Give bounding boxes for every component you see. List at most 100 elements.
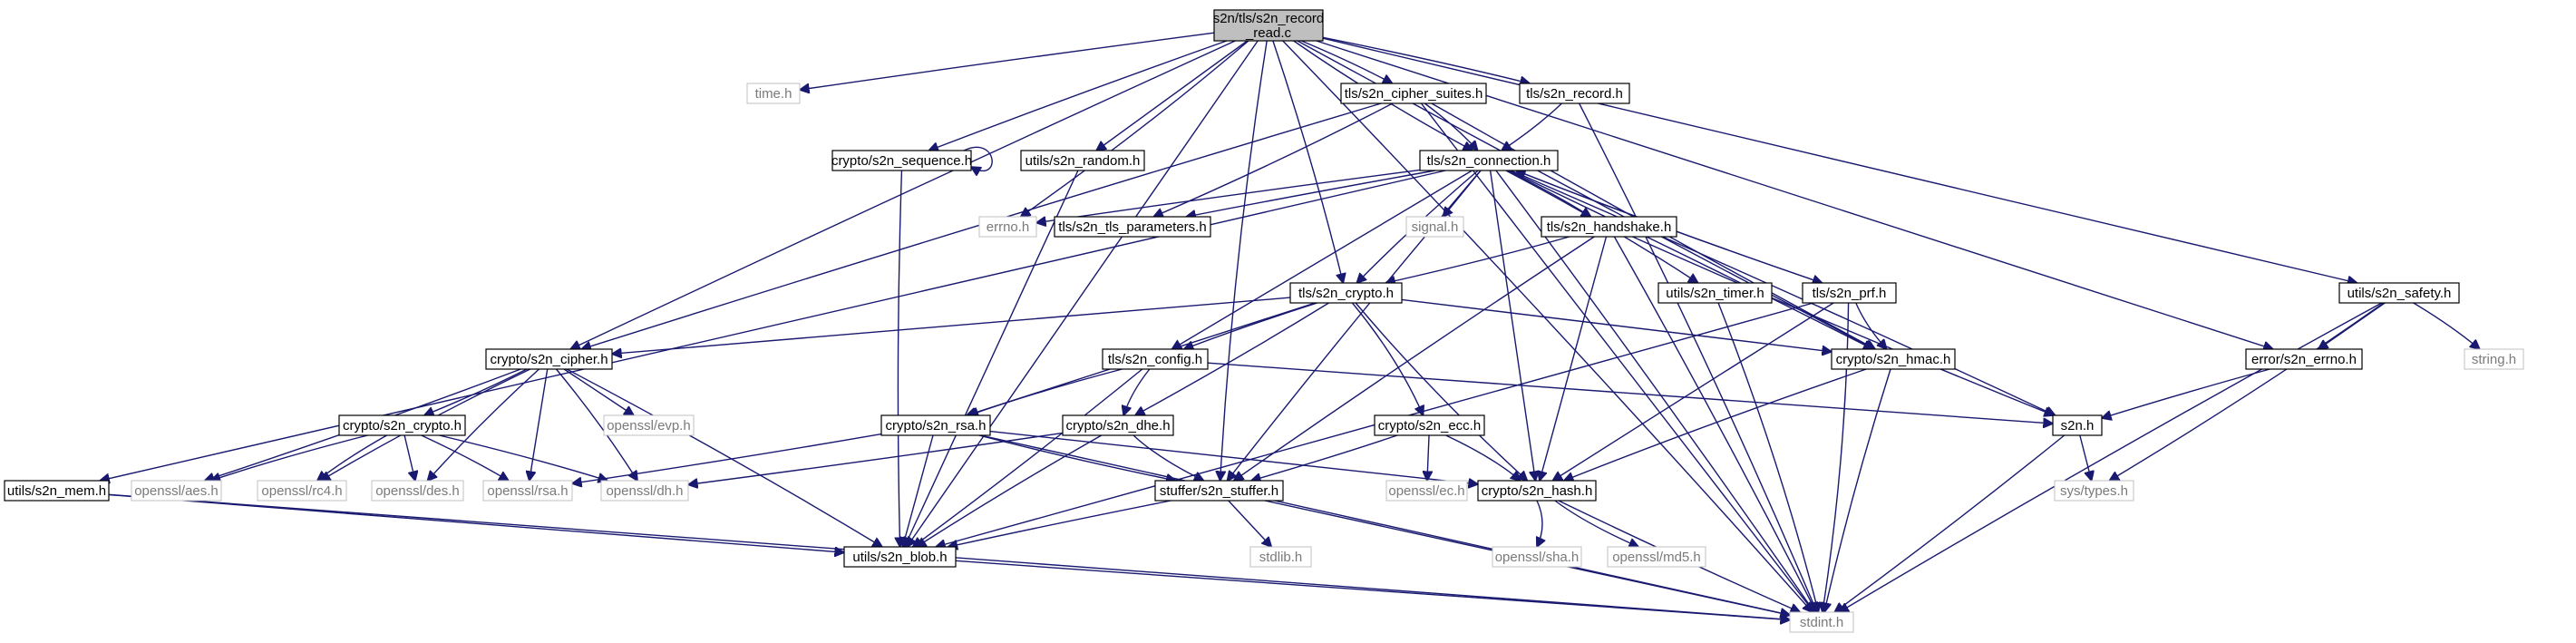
- node-box: [1213, 9, 1324, 42]
- edge-s2n_h-to-sys_types: [2079, 434, 2092, 481]
- edge-crypto_rsa-to-stuffer: [978, 434, 1176, 481]
- edge-crypto_cipher-to-openssl_rsa: [530, 368, 549, 481]
- node-label: crypto/s2n_rsa.h: [886, 418, 987, 434]
- node-openssl-rc4: openssl/rc4.h: [257, 480, 347, 502]
- edge-tls_handshake-to-stuffer: [1234, 236, 1595, 481]
- edge-crypto_hash-to-openssl_md5: [1554, 500, 1638, 547]
- node-stuffer[interactable]: stuffer/s2n_stuffer.h: [1154, 480, 1284, 502]
- node-box: [1249, 546, 1312, 568]
- node-utils-random[interactable]: utils/s2n_random.h: [1020, 150, 1145, 171]
- edge-tls_record-to-tls_connection: [1502, 102, 1562, 151]
- node-box: [1657, 282, 1773, 304]
- edges-layer: [100, 32, 2480, 619]
- node-label: s2n.h: [2061, 418, 2095, 434]
- node-label: utils/s2n_random.h: [1026, 153, 1141, 169]
- node-label: stuffer/s2n_stuffer.h: [1160, 483, 1278, 499]
- node-tls-connection[interactable]: tls/s2n_connection.h: [1419, 150, 1559, 171]
- edge-tls_record-to-stdint_h: [1579, 102, 1817, 612]
- edge-tls_crypto-to-crypto_hmac: [1401, 298, 1832, 351]
- node-label: crypto/s2n_crypto.h: [343, 418, 462, 434]
- node-box: [1385, 480, 1468, 502]
- node-box: [1802, 282, 1897, 304]
- edge-tls_connection-to-errno_h: [1036, 169, 1421, 222]
- node-label: tls/s2n_handshake.h: [1547, 219, 1672, 235]
- node-utils-mem[interactable]: utils/s2n_mem.h: [4, 480, 110, 502]
- node-utils-timer[interactable]: utils/s2n_timer.h: [1657, 282, 1773, 304]
- node-box: [2054, 480, 2134, 502]
- node-label: tls/s2n_config.h: [1108, 352, 1202, 367]
- node-box: [1020, 150, 1145, 171]
- node-box: [1062, 414, 1174, 436]
- node-box: [843, 546, 957, 568]
- node-box: [1102, 348, 1209, 370]
- edge-tls_connection-to-crypto_hash: [1489, 170, 1536, 481]
- edge-root-to-tls_record: [1322, 36, 1530, 83]
- node-box: [1405, 216, 1464, 238]
- node-label: tls/s2n_tls_parameters.h: [1058, 219, 1206, 235]
- node-stdint-h: stdint.h: [1789, 611, 1854, 633]
- node-label: time.h: [755, 86, 792, 102]
- node-box: [600, 480, 689, 502]
- edge-tls_crypto-to-crypto_dhe: [1135, 302, 1329, 415]
- node-box: [1541, 216, 1677, 238]
- node-box: [2464, 348, 2524, 370]
- edge-tls_config-to-crypto_rsa: [968, 368, 1123, 415]
- edge-tls_handshake-to-stdint_h: [1613, 236, 1816, 612]
- node-utils-blob[interactable]: utils/s2n_blob.h: [843, 546, 957, 568]
- node-crypto-seq[interactable]: crypto/s2n_sequence.h: [831, 150, 972, 171]
- node-label: stdlib.h: [1259, 550, 1303, 565]
- node-crypto-crypto[interactable]: crypto/s2n_crypto.h: [338, 414, 466, 436]
- node-box: [1054, 216, 1211, 238]
- node-label: openssl/dh.h: [606, 483, 683, 499]
- edge-error_errno-to-s2n_h: [2102, 368, 2270, 418]
- node-error-errno[interactable]: error/s2n_errno.h: [2245, 348, 2363, 370]
- node-openssl-ec: openssl/ec.h: [1385, 480, 1468, 502]
- node-tls-crypto[interactable]: tls/s2n_crypto.h: [1289, 282, 1403, 304]
- edge-crypto_cipher-to-openssl_des: [428, 368, 540, 481]
- edge-tls_crypto-to-tls_config: [1184, 302, 1317, 349]
- edge-tls_crypto-to-crypto_cipher: [612, 297, 1291, 354]
- edge-tls_connection-to-crypto_hmac: [1509, 170, 1872, 349]
- edge-tls_connection-to-s2n_h: [1511, 170, 2055, 415]
- node-box: [371, 480, 464, 502]
- edge-crypto_seq-to-crypto_seq: [963, 146, 993, 170]
- node-tls-handshake[interactable]: tls/s2n_handshake.h: [1541, 216, 1677, 238]
- node-tls-config[interactable]: tls/s2n_config.h: [1102, 348, 1209, 370]
- node-label: utils/s2n_safety.h: [2348, 286, 2452, 301]
- edge-tls_prf-to-crypto_hmac: [1855, 302, 1887, 349]
- edge-tls_crypto-to-crypto_ecc: [1351, 302, 1423, 415]
- edge-crypto_crypto-to-openssl_dh: [439, 434, 608, 481]
- node-tls-params[interactable]: tls/s2n_tls_parameters.h: [1054, 216, 1211, 238]
- node-openssl-dh: openssl/dh.h: [600, 480, 689, 502]
- node-crypto-dhe[interactable]: crypto/s2n_dhe.h: [1062, 414, 1174, 436]
- node-tls-prf[interactable]: tls/s2n_prf.h: [1802, 282, 1897, 304]
- node-crypto-hmac[interactable]: crypto/s2n_hmac.h: [1831, 348, 1956, 370]
- node-tls-record[interactable]: tls/s2n_record.h: [1519, 83, 1630, 104]
- node-label: openssl/evp.h: [607, 418, 691, 434]
- edge-root-to-crypto_cipher: [570, 40, 1236, 349]
- edge-tls_connection-to-tls_params: [1186, 170, 1435, 217]
- edge-tls_crypto-to-crypto_hash: [1355, 302, 1527, 481]
- node-tls-cipher-suites[interactable]: tls/s2n_cipher_suites.h: [1340, 83, 1487, 104]
- edge-s2n_h-to-stdint_h: [1834, 434, 2066, 612]
- edge-root-to-stdint_h: [1282, 40, 1813, 612]
- node-crypto-rsa[interactable]: crypto/s2n_rsa.h: [880, 414, 991, 436]
- node-crypto-ecc[interactable]: crypto/s2n_ecc.h: [1374, 414, 1485, 436]
- node-label: error/s2n_errno.h: [2251, 352, 2357, 367]
- node-label: crypto/s2n_cipher.h: [490, 352, 608, 367]
- node-label: openssl/rsa.h: [487, 483, 568, 499]
- node-label: openssl/aes.h: [134, 483, 219, 499]
- node-root[interactable]: s2n/tls/s2n_record_read.c: [1213, 9, 1325, 42]
- node-box: [1492, 546, 1582, 568]
- node-utils-safety[interactable]: utils/s2n_safety.h: [2338, 282, 2460, 304]
- node-box: [1831, 348, 1956, 370]
- node-crypto-cipher[interactable]: crypto/s2n_cipher.h: [485, 348, 613, 370]
- node-errno-h: errno.h: [978, 216, 1037, 238]
- node-label: openssl/des.h: [375, 483, 460, 499]
- edge-tls_prf-to-stdint_h: [1823, 302, 1850, 612]
- edge-stuffer-to-utils_blob: [948, 500, 1171, 547]
- node-crypto-hash[interactable]: crypto/s2n_hash.h: [1477, 480, 1597, 502]
- node-box: [2052, 414, 2103, 436]
- node-s2n-h[interactable]: s2n.h: [2052, 414, 2103, 436]
- edge-utils_blob-to-stdint_h: [955, 560, 1790, 619]
